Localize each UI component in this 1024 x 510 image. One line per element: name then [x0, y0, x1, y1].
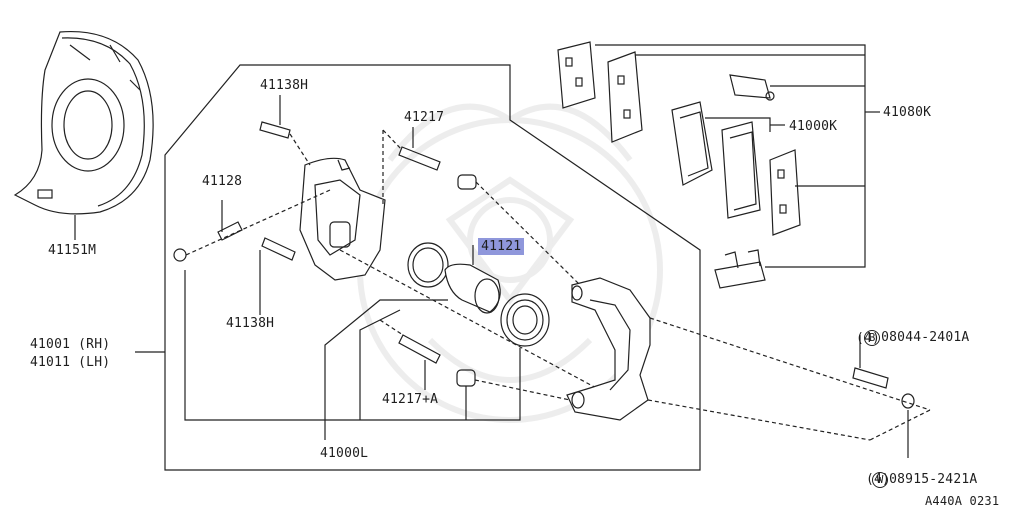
- label-41001: 41001 (RH): [30, 337, 111, 352]
- label-41121[interactable]: 41121: [478, 238, 525, 255]
- washer-part-number: 08915-2421A: [889, 472, 978, 487]
- label-41128: 41128: [202, 174, 243, 189]
- label-41000K: 41000K: [789, 119, 838, 134]
- label-41151M: 41151M: [48, 243, 97, 258]
- bolt-quantity: (4): [856, 331, 881, 346]
- bolt-part-number: 08044-2401A: [881, 330, 970, 345]
- brake-pads: [557, 41, 801, 289]
- label-41138H-bottom: 41138H: [226, 316, 275, 331]
- caliper-body: [299, 157, 386, 281]
- label-41138H-top: 41138H: [260, 78, 309, 93]
- washer-quantity: (4): [866, 472, 891, 487]
- dust-shield: [13, 30, 154, 215]
- label-41217: 41217: [404, 110, 445, 125]
- piston: [444, 263, 501, 314]
- figure-code: A440A 0231: [925, 494, 1000, 508]
- washer-letter-badge: W: [872, 472, 889, 488]
- bolt-letter-badge: B: [864, 330, 881, 346]
- label-41080K: 41080K: [883, 105, 932, 120]
- label-41121-highlighted[interactable]: 41121: [446, 224, 525, 269]
- mounting-bracket: [566, 277, 651, 421]
- label-41011: 41011 (LH): [30, 355, 111, 370]
- label-41000L: 41000L: [320, 446, 369, 461]
- bleeder-screw: [217, 200, 243, 241]
- label-41217A: 41217+A: [382, 392, 439, 407]
